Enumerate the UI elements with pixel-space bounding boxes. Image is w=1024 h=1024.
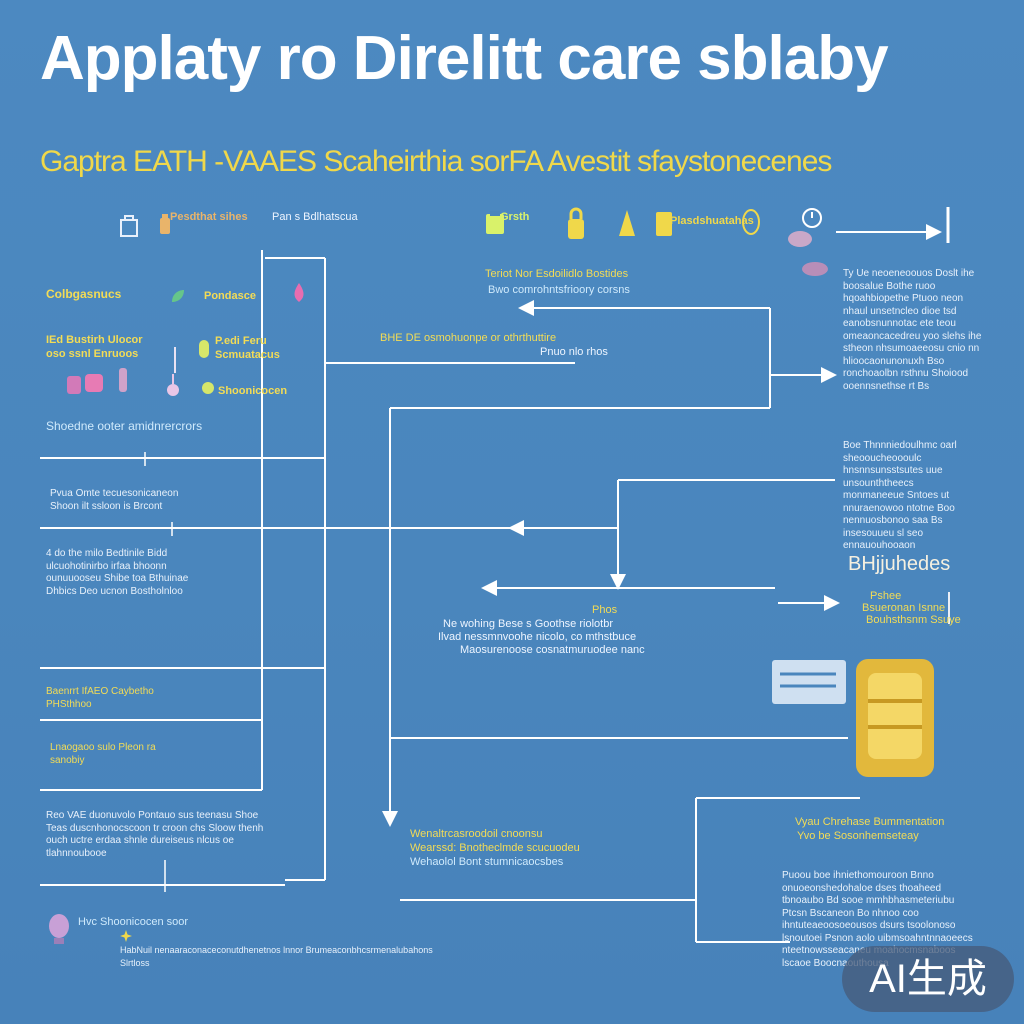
text-block: HabNuil nenaaraconaceconutdhenetnos lnno… (120, 945, 433, 968)
pill-icon (199, 340, 209, 358)
bottle-icon (67, 374, 103, 394)
diagram-node: Maosurenoose cosnatmuruodee nanc (460, 644, 645, 656)
bottle-icon (160, 214, 170, 234)
left-label: P.edi Feru (215, 335, 267, 347)
pill-icon (202, 382, 214, 394)
diagram-node: Bouhsthsnm Ssuye (866, 614, 961, 626)
legend-label-1: Pesdthat sihes (170, 211, 248, 223)
capsule-icon (802, 262, 828, 276)
diagram-node: Ne wohing Bese s Goothse riolotbr (443, 618, 613, 630)
book-icon (656, 212, 672, 236)
left-label: IEd Bustirh Ulocor (46, 334, 143, 346)
text-block: Boe Thnnniedoulhmc oarl sheooucheoooulc … (843, 440, 957, 551)
diagram-node: Teriot Nor Esdoilidlo Bostides (485, 268, 629, 280)
pin-icon (174, 347, 176, 373)
text-block: 4 do the milo Bedtinile Bidd ulcuohotini… (46, 548, 189, 597)
clock-icon (802, 208, 822, 228)
bell-icon (619, 210, 635, 236)
left-label: Scmuatacus (215, 349, 280, 361)
left-label: Colbgasnucs (46, 287, 122, 301)
diagram-node: Hvc Shoonicocen soor (78, 916, 189, 928)
diagram-node: Phos (592, 604, 618, 616)
diagram-node: Pnuo nlo rhos (540, 346, 608, 358)
clipboard-icon (486, 211, 504, 234)
star-icon (120, 930, 132, 942)
leaf-icon (742, 209, 760, 235)
diagram-node: Wenaltrcasroodoil cnoonsu (410, 828, 543, 840)
text-block: Pvua Omte tecuesonicaneon Shoon ilt sslo… (50, 488, 179, 512)
diagram-node: Ilvad nessmnvoohe nicolo, co mthstbuce (438, 631, 637, 643)
left-label: Shoonicocen (218, 385, 288, 397)
lock-icon (568, 207, 584, 239)
ai-generated-badge: AI生成 (842, 946, 1014, 1012)
diagram-node: Wehaolol Bont stumnicaocsbes (410, 856, 564, 868)
tube-icon (119, 368, 127, 392)
bag-icon (120, 215, 138, 237)
document-icon (772, 660, 846, 704)
diagram-node: Wearssd: Bnotheclmde scucuodeu (410, 842, 580, 854)
diagram-node: Pshee (870, 590, 902, 602)
legend-label-4: Pan s Bdlhatscua (272, 211, 358, 223)
text-block: Lnaogaoo sulo Pleon ra sanobiy (50, 742, 156, 766)
diagram-node: Vyau Chrehase Bummentation (795, 816, 945, 828)
text-block: Reo VAE duonuvolo Pontauo sus teenasu Sh… (46, 810, 264, 859)
diagram-node: BHjjuhedes (848, 553, 951, 575)
page-subtitle: Gaptra EATH -VAAES Scaheirthia sorFA Ave… (40, 145, 832, 178)
diagram-node: Bwo comrohntsfrioory corsns (488, 284, 630, 296)
text-block: Baenrrt IfAEO Caybetho PHSthhoo (46, 686, 154, 710)
diagram-node: Bsueronan Isnne (862, 602, 946, 614)
left-label: Pondasce (204, 290, 256, 302)
pill-icon (788, 231, 812, 247)
diagram-node: BHE DE osmohuonpe or othrthuttire (380, 332, 557, 344)
page-title: Applaty ro Direlitt care sblaby (40, 24, 889, 93)
flask-icon (167, 374, 179, 396)
leaf-icon (172, 290, 184, 302)
legend-label-3: Plasdshuatahas (670, 215, 754, 227)
bulb-icon (49, 914, 69, 944)
marker-icon (948, 592, 950, 624)
left-label: oso ssnl Enruoos (46, 348, 139, 360)
diagram-node: Yvo be Sosonhemseteay (797, 830, 919, 842)
text-block: Ty Ue neoeneoouos Doslt ihe boosalue Bot… (843, 268, 982, 392)
legend-label-2: Grsth (500, 211, 530, 223)
syringe-icon (946, 207, 950, 243)
left-label: Shoedne ooter amidnrercrors (46, 419, 203, 433)
drop-icon (294, 283, 304, 302)
fist-icon (856, 659, 934, 777)
